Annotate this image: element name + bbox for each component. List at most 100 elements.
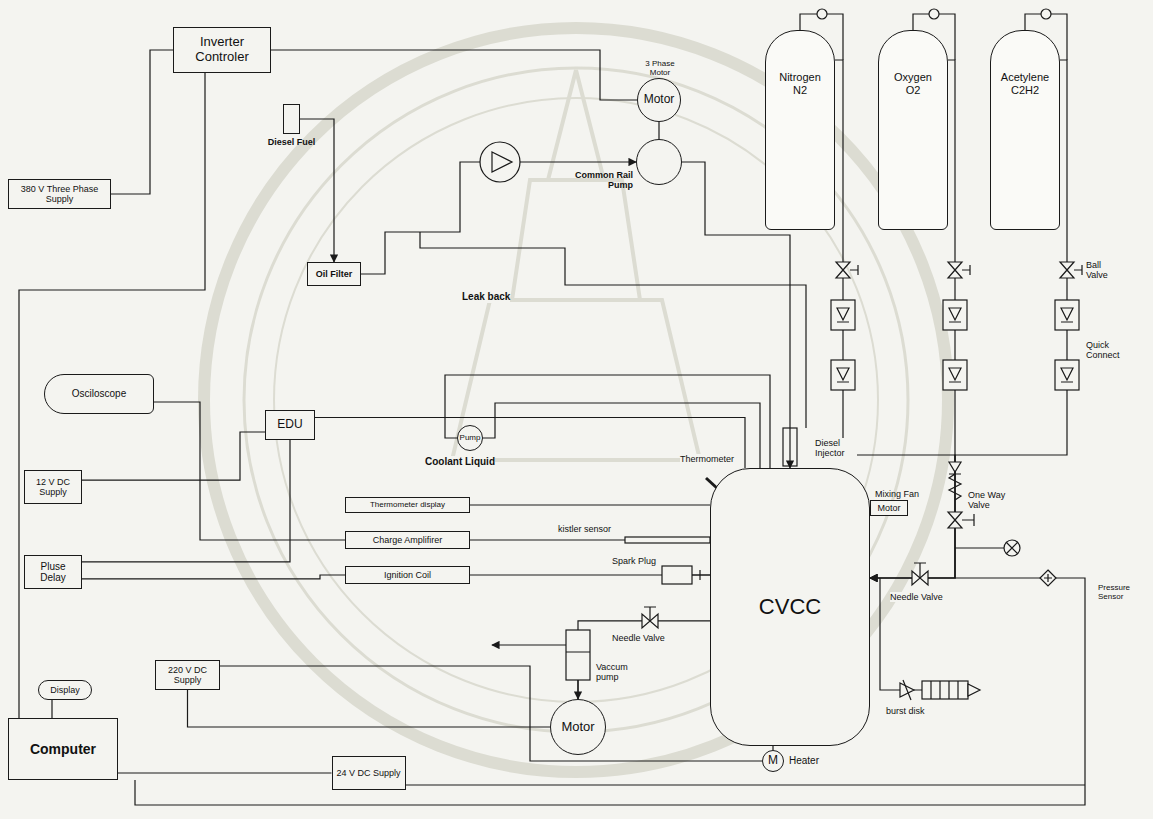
fan-motor-box: Mixing FanMotor bbox=[870, 500, 908, 516]
quick-connect-symbol bbox=[831, 300, 855, 330]
watermark-emblem bbox=[452, 70, 700, 460]
node-label: Pluse Delay bbox=[28, 561, 78, 584]
node-label: Acetylene C2H2 bbox=[1001, 71, 1049, 96]
node-label: Motor bbox=[644, 93, 675, 107]
node-label: 220 V DC Supply bbox=[159, 665, 216, 686]
check-valve-symbol bbox=[837, 368, 849, 382]
regulator-gauge bbox=[929, 9, 939, 19]
feed-pump-circle bbox=[480, 142, 520, 182]
part-label: Quick Connect bbox=[1086, 340, 1128, 361]
regulator-gauge bbox=[1041, 9, 1051, 19]
node-label: Thermometer display bbox=[370, 500, 445, 509]
part-label: Leak back bbox=[462, 291, 510, 303]
connector bbox=[154, 402, 345, 540]
node-label: Motor bbox=[877, 503, 900, 513]
feed-pump-arrow bbox=[492, 152, 512, 172]
node-heading: 3 Phase Motor bbox=[640, 59, 680, 77]
one-way-valve-symbol bbox=[949, 462, 961, 472]
check-valve-symbol bbox=[1061, 368, 1073, 382]
shutoff-valve-symbol bbox=[948, 512, 962, 528]
fuel-tank: Diesel Fuel bbox=[283, 104, 300, 134]
kistler-sensor-rod bbox=[625, 537, 710, 543]
pressure-gauge-cross bbox=[1006, 542, 1018, 554]
part-label: Ball Valve bbox=[1086, 260, 1116, 281]
regulator-gauge bbox=[817, 9, 827, 19]
node-label: M bbox=[768, 754, 778, 768]
check-valve-symbol bbox=[837, 308, 849, 322]
part-label: burst disk bbox=[886, 706, 925, 716]
supply-wire bbox=[405, 784, 1085, 785]
burst-disk-slash bbox=[903, 680, 911, 700]
node-label: Nitrogen N2 bbox=[779, 71, 821, 96]
node-label: Charge Amplifirer bbox=[373, 535, 443, 545]
node-label: Display bbox=[50, 685, 80, 695]
node-label: 12 V DC Supply bbox=[28, 477, 78, 498]
check-valve-symbol bbox=[949, 308, 961, 322]
gas-cylinder: Oxygen O2 bbox=[878, 30, 948, 230]
part-label: Spark Plug bbox=[612, 556, 656, 566]
injector-symbol bbox=[783, 428, 797, 466]
watermark-seal bbox=[204, 28, 948, 772]
needle-valve-stem bbox=[644, 607, 656, 621]
part-label: Needle Valve bbox=[890, 592, 943, 602]
part-label: kistler sensor bbox=[558, 524, 611, 534]
part-label: Diesel Injector bbox=[815, 438, 857, 459]
connector bbox=[271, 50, 637, 100]
pressure-sensor-symbol bbox=[1040, 570, 1056, 586]
ignition-coil-box: Ignition Coil bbox=[345, 566, 470, 584]
pressure-sensor-plus bbox=[1044, 574, 1052, 582]
exhaust-arrow bbox=[492, 644, 566, 645]
node-label: 380 V Three Phase Supply bbox=[12, 184, 107, 205]
connector bbox=[445, 375, 770, 468]
node-heading: Heater bbox=[789, 755, 819, 767]
part-label: Pressure Sensor bbox=[1098, 583, 1144, 601]
power-supply-box: 220 V DC Supply bbox=[155, 660, 220, 690]
silencer-symbol bbox=[922, 681, 968, 699]
quick-connect-symbol bbox=[831, 360, 855, 390]
connector bbox=[51, 700, 52, 718]
heater-circle: MHeater bbox=[762, 750, 784, 772]
part-label: Needle Valve bbox=[612, 633, 665, 643]
part-label: Thermometer bbox=[680, 454, 734, 464]
power-supply-box: 12 V DC Supply bbox=[24, 470, 82, 504]
pressure-gauge bbox=[1004, 540, 1020, 556]
controller-box: Inverter Controler bbox=[173, 27, 271, 73]
part-label: Vaccum pump bbox=[596, 662, 634, 683]
connector bbox=[578, 621, 710, 699]
computer-box: Computer bbox=[8, 718, 118, 780]
connector bbox=[82, 432, 265, 480]
connector bbox=[220, 666, 762, 761]
ball-valve-symbol bbox=[836, 262, 850, 278]
node-heading: Mixing Fan bbox=[875, 489, 919, 499]
connector bbox=[82, 440, 290, 562]
motor-circle: 3 Phase MotorMotor bbox=[637, 78, 681, 122]
exhaust-symbol bbox=[968, 684, 980, 696]
driver-box: EDU bbox=[265, 410, 315, 440]
power-supply-box: 380 V Three Phase Supply bbox=[8, 179, 111, 209]
node-heading: Common Rail Pump bbox=[571, 170, 633, 191]
node-label: Computer bbox=[30, 741, 96, 757]
valve-handle bbox=[1074, 265, 1082, 275]
check-valve-symbol bbox=[949, 368, 961, 382]
gas-cylinder: Acetylene C2H2 bbox=[990, 30, 1060, 230]
quick-connect-symbol bbox=[1055, 360, 1079, 390]
quick-connect-symbol bbox=[1055, 300, 1079, 330]
ball-valve-symbol bbox=[1060, 262, 1074, 278]
node-label: Osciloscope bbox=[72, 388, 126, 400]
vacuum-pump-piston bbox=[566, 652, 590, 699]
needle-valve-stem bbox=[914, 563, 926, 578]
connector bbox=[118, 772, 332, 773]
node-label: Ignition Coil bbox=[384, 570, 431, 580]
gas-cylinder: Nitrogen N2 bbox=[765, 30, 835, 230]
node-heading: Diesel Fuel bbox=[268, 137, 316, 147]
spark-plug-symbol bbox=[662, 566, 692, 584]
watermark-ring bbox=[204, 28, 948, 772]
oscilloscope-box: Osciloscope bbox=[44, 374, 154, 414]
pump-circle: Common Rail Pump bbox=[636, 139, 682, 185]
node-label: CVCC bbox=[759, 594, 821, 619]
node-label: Pump bbox=[460, 433, 481, 442]
delay-box: Pluse Delay bbox=[24, 555, 82, 589]
symbol-group bbox=[135, 9, 1085, 805]
